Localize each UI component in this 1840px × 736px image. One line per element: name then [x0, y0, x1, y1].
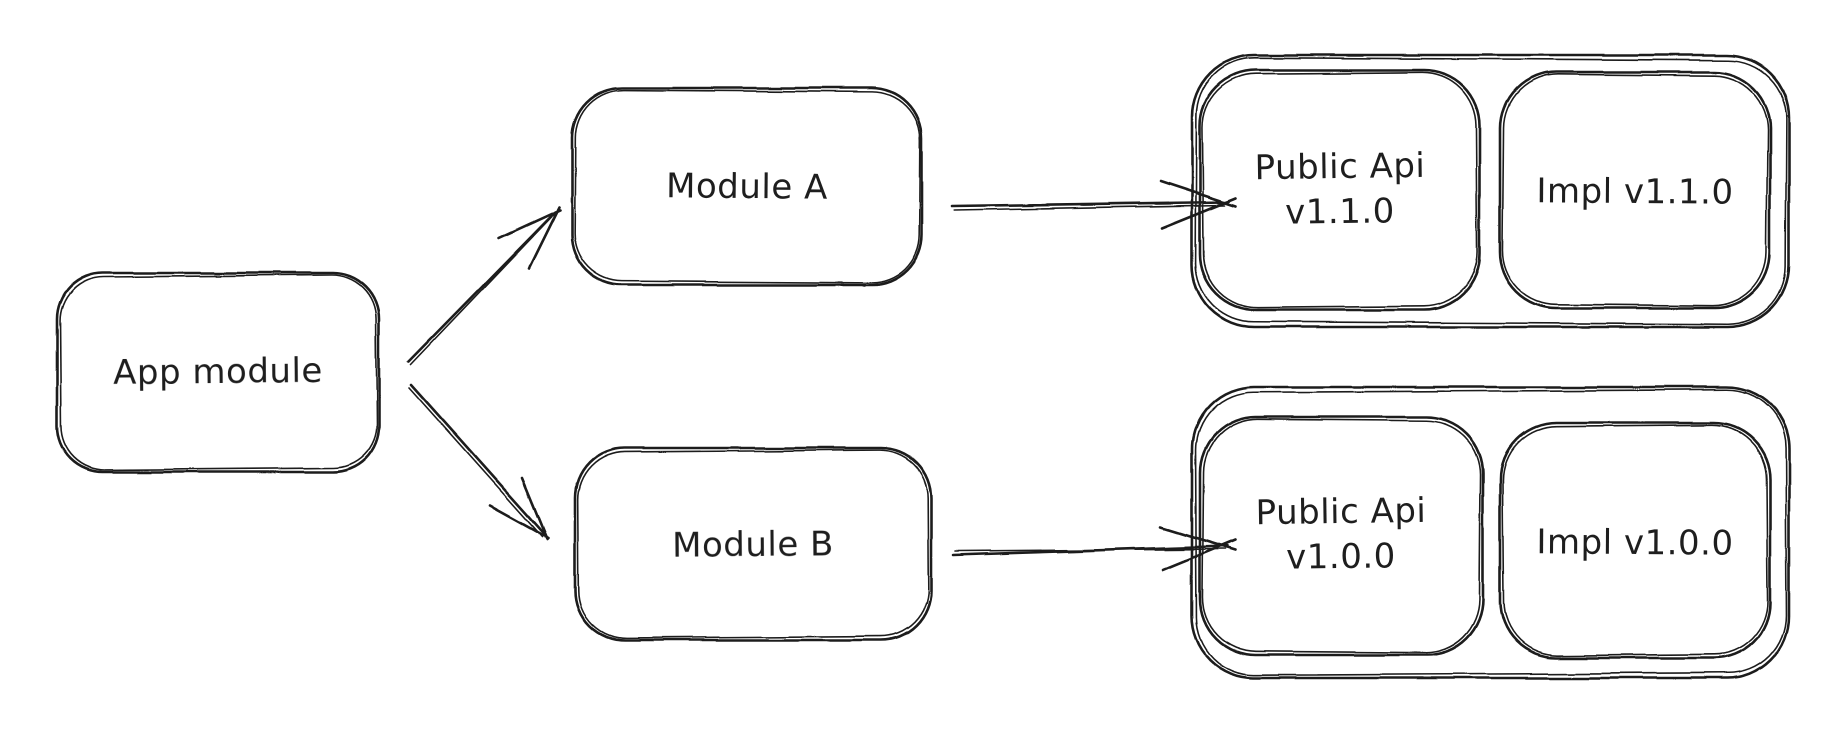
arrow-line	[406, 210, 557, 364]
package-b-outline	[1190, 385, 1791, 680]
public-api-v110-title: Public Api	[1254, 146, 1425, 188]
impl-v100-label: Impl v1.0.0	[1536, 522, 1733, 563]
module-a-box	[570, 86, 924, 287]
arrow-line-overdraw	[408, 387, 543, 538]
arrow-app-to-module-b[interactable]	[408, 383, 550, 541]
arrowhead-icon	[1160, 196, 1238, 230]
arrowhead-icon	[527, 205, 561, 270]
app-module-label: App module	[113, 351, 323, 393]
app-module-box-overdraw	[59, 274, 378, 471]
public-api-v110-box	[1198, 68, 1482, 312]
arrow-line	[950, 200, 1230, 208]
arrowhead-icon	[1161, 538, 1238, 572]
arrowhead-icon	[520, 476, 549, 541]
module-b-box	[573, 446, 933, 642]
node-impl-v100[interactable]	[1498, 421, 1772, 660]
package-b-container[interactable]	[1190, 385, 1791, 680]
impl-v100-box-overdraw	[1501, 424, 1769, 657]
impl-v110-label: Impl v1.1.0	[1536, 171, 1733, 212]
module-b-box-overdraw	[576, 449, 930, 639]
impl-v100-box	[1498, 421, 1772, 660]
package-b-outline-overdraw	[1194, 388, 1788, 677]
arrowhead-icon	[497, 208, 562, 240]
node-app-module[interactable]	[55, 271, 381, 474]
arrow-app-to-module-a[interactable]	[406, 205, 562, 366]
public-api-v100-version: v1.0.0	[1286, 536, 1396, 577]
public-api-v100-box	[1198, 415, 1485, 657]
public-api-v100-box-overdraw	[1201, 418, 1482, 654]
module-a-box-overdraw	[573, 89, 922, 284]
package-a-outline-overdraw	[1194, 56, 1788, 326]
arrowhead-icon	[488, 504, 550, 540]
node-module-b[interactable]	[573, 446, 933, 642]
arrow-module-b-to-public-api-v100[interactable]	[951, 525, 1238, 572]
node-module-a[interactable]	[570, 86, 924, 287]
impl-v110-box	[1498, 70, 1772, 310]
impl-v110-box-overdraw	[1501, 73, 1769, 307]
arrow-line	[409, 383, 547, 537]
module-b-label: Module B	[672, 524, 834, 565]
public-api-v110-version: v1.1.0	[1285, 191, 1395, 232]
app-module-box	[55, 271, 381, 474]
module-a-label: Module A	[666, 166, 828, 207]
public-api-v100-title: Public Api	[1255, 491, 1426, 533]
arrow-line-overdraw	[953, 204, 1226, 211]
node-public-api-v110[interactable]	[1198, 68, 1482, 312]
arrow-line-overdraw	[409, 216, 552, 366]
public-api-v110-box-overdraw	[1201, 71, 1479, 309]
node-impl-v110[interactable]	[1498, 70, 1772, 310]
node-public-api-v100[interactable]	[1198, 415, 1485, 657]
arrow-line-overdraw	[954, 548, 1227, 552]
arrow-module-a-to-public-api-v110[interactable]	[950, 179, 1238, 230]
